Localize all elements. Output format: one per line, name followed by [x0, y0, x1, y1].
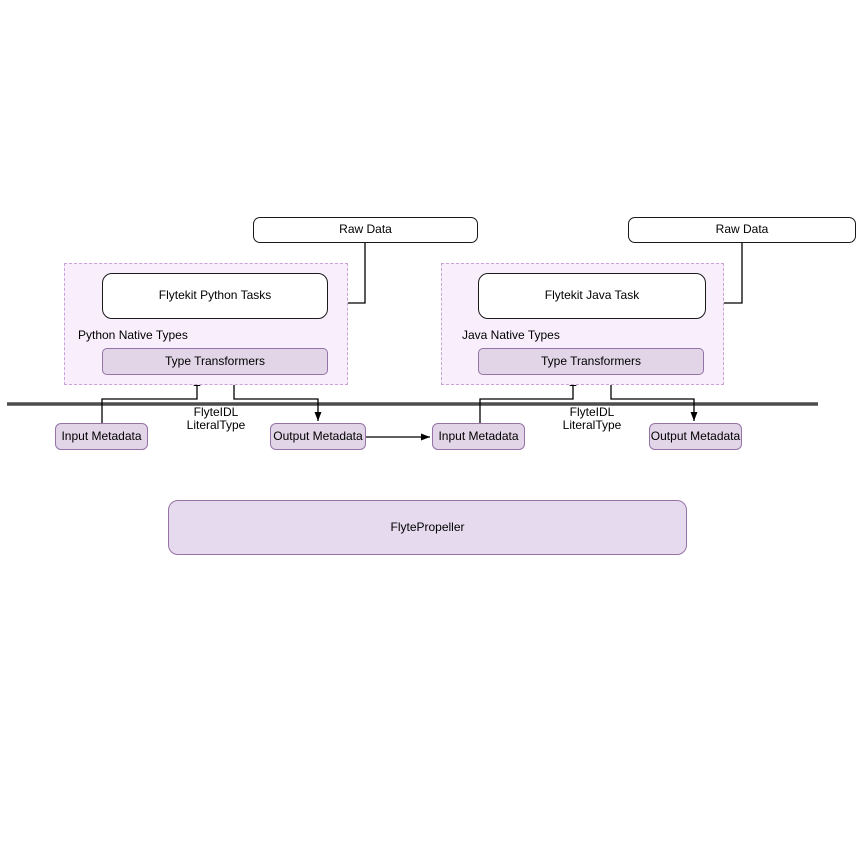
flyteidl-label-line1: FlyteIDL: [193, 405, 239, 419]
raw-data-node-left: Raw Data: [253, 217, 478, 243]
flytepropeller-node: FlytePropeller: [168, 500, 687, 555]
flyteidl-label-line2: LiteralType: [562, 418, 622, 432]
flyteidl-literaltype-label-left: FlyteIDL LiteralType: [166, 406, 266, 432]
arrow-input-metadata-to-transformers-left: [101, 377, 201, 423]
flyteidl-label-line1: FlyteIDL: [569, 405, 615, 419]
output-metadata-node-left: Output Metadata: [270, 423, 366, 450]
arrow-transformers-to-output-metadata-left: [233, 376, 322, 421]
arrow-transformers-to-output-metadata-right: [610, 376, 698, 421]
python-native-types-label: Python Native Types: [78, 328, 188, 342]
output-metadata-node-right: Output Metadata: [649, 423, 742, 450]
type-transformers-node-right: Type Transformers: [478, 348, 704, 375]
raw-data-node-right: Raw Data: [628, 217, 856, 243]
input-metadata-node-right: Input Metadata: [432, 423, 525, 450]
flytekit-python-tasks-node: Flytekit Python Tasks: [102, 273, 328, 319]
arrow-input-metadata-to-transformers-right: [479, 377, 577, 423]
input-metadata-node-left: Input Metadata: [55, 423, 148, 450]
java-native-types-label: Java Native Types: [462, 328, 560, 342]
flyteidl-literaltype-label-right: FlyteIDL LiteralType: [542, 406, 642, 432]
flyteidl-label-line2: LiteralType: [186, 418, 246, 432]
flytekit-java-task-node: Flytekit Java Task: [478, 273, 706, 319]
type-transformers-node-left: Type Transformers: [102, 348, 328, 375]
